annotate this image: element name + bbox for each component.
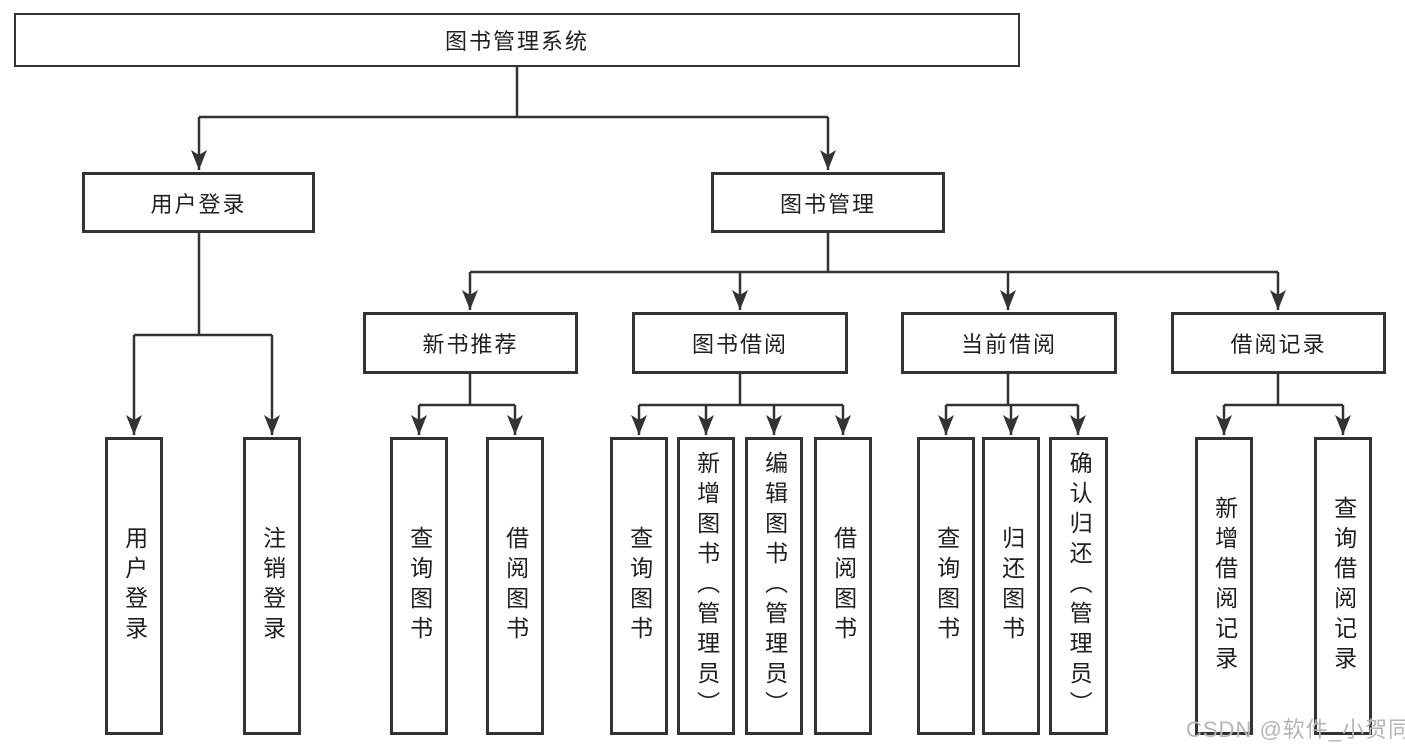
leaf-borrow-books-recommend: 借阅图书 bbox=[486, 437, 544, 735]
leaf-label: 新增图书（管理员） bbox=[693, 451, 720, 721]
leaf-query-books-borrow: 查询图书 bbox=[610, 437, 668, 735]
node-current-borrow: 当前借阅 bbox=[901, 312, 1117, 374]
leaf-query-books-recommend: 查询图书 bbox=[390, 437, 448, 735]
leaf-query-books-current: 查询图书 bbox=[917, 437, 975, 735]
node-user-login: 用户登录 bbox=[82, 172, 315, 233]
leaf-add-books-admin: 新增图书（管理员） bbox=[677, 437, 735, 735]
branch-book-borrow bbox=[631, 374, 851, 435]
leaf-edit-books-admin: 编辑图书（管理员） bbox=[745, 437, 803, 735]
leaf-confirm-return-admin: 确认归还（管理员） bbox=[1049, 437, 1108, 735]
node-new-book-recommend: 新书推荐 bbox=[363, 312, 578, 374]
leaf-label: 借阅图书 bbox=[830, 526, 857, 646]
node-book-management: 图书管理 bbox=[711, 172, 945, 233]
node-book-borrow: 图书借阅 bbox=[632, 312, 848, 374]
leaf-label: 确认归还（管理员） bbox=[1066, 451, 1093, 721]
leaf-label: 编辑图书（管理员） bbox=[761, 451, 788, 721]
leaf-label: 查询借阅记录 bbox=[1330, 496, 1357, 676]
node-library-system: 图书管理系统 bbox=[14, 13, 1020, 67]
leaf-label: 用户登录 bbox=[121, 526, 148, 646]
leaf-label: 查询图书 bbox=[406, 526, 433, 646]
leaf-query-borrow-record: 查询借阅记录 bbox=[1314, 437, 1372, 735]
node-borrow-records: 借阅记录 bbox=[1171, 312, 1386, 374]
leaf-borrow-books: 借阅图书 bbox=[814, 437, 872, 735]
leaf-return-books: 归还图书 bbox=[982, 437, 1040, 735]
leaf-logout: 注销登录 bbox=[243, 437, 301, 735]
branch-root bbox=[191, 67, 836, 170]
branch-book-management bbox=[462, 233, 1286, 310]
leaf-label: 借阅图书 bbox=[502, 526, 529, 646]
leaf-add-borrow-record: 新增借阅记录 bbox=[1195, 437, 1253, 735]
leaf-label: 注销登录 bbox=[259, 526, 286, 646]
leaf-label: 归还图书 bbox=[998, 526, 1025, 646]
leaf-label: 查询图书 bbox=[626, 526, 653, 646]
leaf-label: 新增借阅记录 bbox=[1211, 496, 1238, 676]
leaf-label: 查询图书 bbox=[933, 526, 960, 646]
branch-new-book-recommend bbox=[411, 374, 523, 435]
branch-current-borrow bbox=[938, 374, 1086, 435]
leaf-user-login: 用户登录 bbox=[105, 437, 163, 735]
branch-borrow-records bbox=[1216, 374, 1351, 435]
branch-user-login bbox=[126, 233, 280, 435]
csdn-watermark: CSDN @软件_小贺同学 bbox=[1186, 717, 1405, 742]
